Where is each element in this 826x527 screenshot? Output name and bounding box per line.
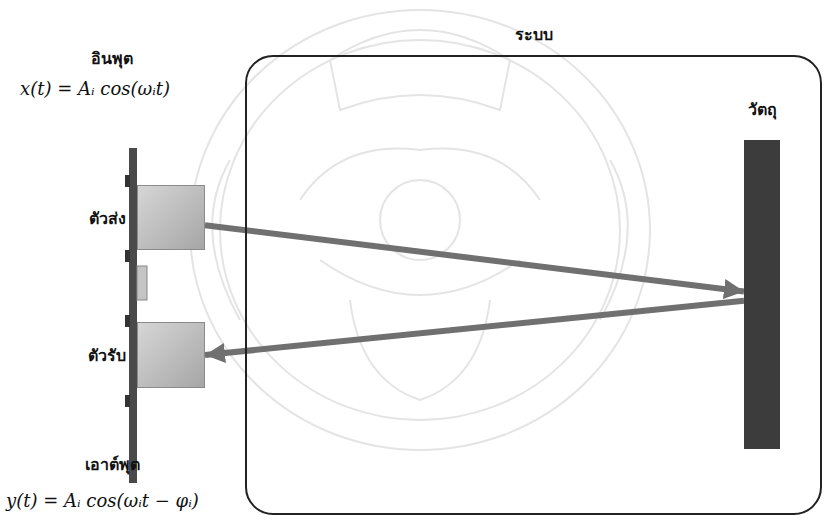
signal-name: เอาต์พุต [85,452,140,477]
object-bar: วัตถุ [744,140,780,449]
node-heading: ระบบ [515,22,553,47]
system-boundary: ระบบวัตถุ [245,55,822,515]
node-heading: วัตถุ [748,97,777,122]
node-heading: ตัวรับ [88,343,126,368]
signal-name: อินพุต [91,46,133,71]
pin [125,315,130,327]
pin [125,395,130,407]
pin [125,175,130,187]
signal-arrow [205,225,744,291]
transmitter-box: ตัวส่ง [137,185,205,250]
circuit-board [129,148,137,483]
node-heading: ตัวส่ง [89,205,126,230]
receiver-box: ตัวรับ [137,322,205,388]
crystal-component [137,266,147,300]
signal-arrow [205,301,744,355]
output-equation: y(t) = Aᵢ cos(ωᵢt − φᵢ) [6,490,199,511]
pin [125,250,130,262]
input-equation: x(t) = Aᵢ cos(ωᵢt) [20,78,170,99]
